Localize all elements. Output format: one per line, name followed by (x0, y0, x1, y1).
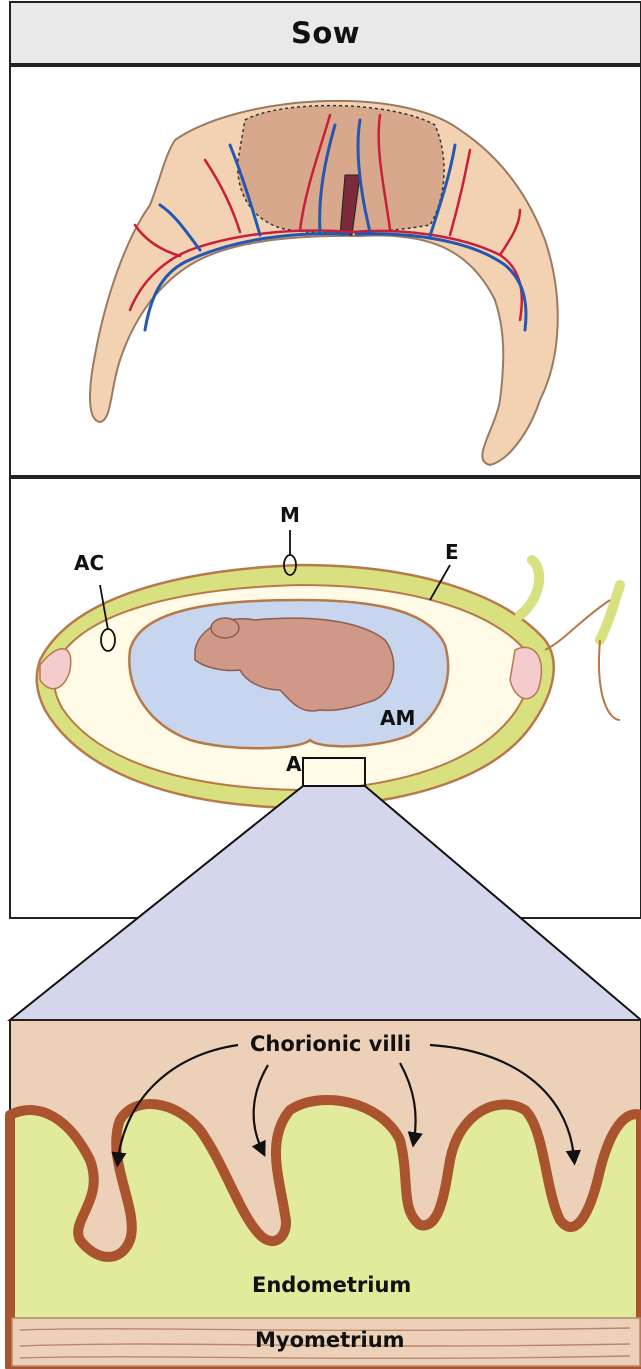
label-allantochorion: AC (74, 551, 104, 575)
label-endometrium: Endometrium (252, 1273, 411, 1297)
label-amnion: AM (380, 706, 415, 730)
label-mesoderm: M (280, 503, 300, 527)
label-allantois: A (286, 752, 301, 776)
page-title: Sow (10, 2, 641, 64)
panel-placenta-overview (10, 66, 641, 476)
label-chorionic-villi: Chorionic villi (250, 1032, 411, 1056)
label-endoderm: E (445, 540, 459, 564)
side-pocket-right (510, 647, 541, 698)
panel-villi-detail (10, 1020, 641, 1367)
label-myometrium: Myometrium (255, 1328, 405, 1352)
fetus-outline (238, 106, 444, 233)
